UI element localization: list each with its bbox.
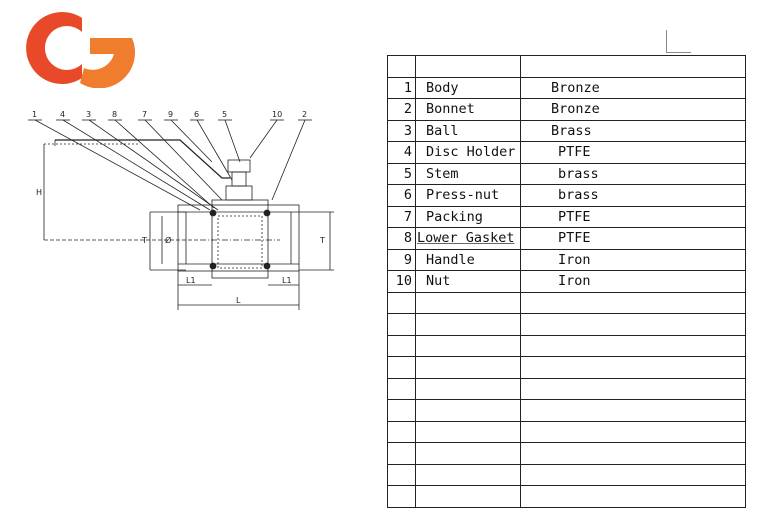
empty-row bbox=[387, 420, 746, 443]
table-header-row bbox=[387, 55, 746, 78]
company-logo bbox=[26, 12, 135, 88]
part-name: Disc Holder bbox=[415, 141, 521, 164]
table-row: 1 Body Bronze bbox=[387, 76, 746, 99]
part-number: 4 bbox=[387, 141, 416, 164]
corner-mark bbox=[666, 30, 691, 53]
part-number: 6 bbox=[387, 184, 416, 207]
empty-row bbox=[387, 356, 746, 379]
part-material: Bronze bbox=[520, 76, 746, 99]
callout-7: 7 bbox=[142, 110, 147, 119]
part-name: Body bbox=[415, 76, 521, 99]
part-material: Bronze bbox=[520, 98, 746, 121]
dim-l1-right-label: L1 bbox=[282, 276, 292, 285]
empty-row bbox=[387, 399, 746, 422]
table-row: 8 Lower Gasket PTFE bbox=[387, 227, 746, 250]
empty-row bbox=[387, 463, 746, 486]
callout-9: 9 bbox=[168, 110, 173, 119]
part-name: Packing bbox=[415, 205, 521, 228]
part-name: Handle bbox=[415, 248, 521, 271]
part-number: 7 bbox=[387, 205, 416, 228]
callout-3: 3 bbox=[86, 110, 91, 119]
table-row: 10 Nut Iron bbox=[387, 270, 746, 293]
callout-6: 6 bbox=[194, 110, 199, 119]
table-row: 5 Stem brass bbox=[387, 162, 746, 185]
part-name: Nut bbox=[415, 270, 521, 293]
empty-row bbox=[387, 377, 746, 400]
part-name: Stem bbox=[415, 162, 521, 185]
part-number: 5 bbox=[387, 162, 416, 185]
callout-10: 10 bbox=[272, 110, 282, 119]
part-material: brass bbox=[520, 184, 746, 207]
table-row: 3 Ball Brass bbox=[387, 119, 746, 142]
part-material: Iron bbox=[520, 248, 746, 271]
dim-l1-left-label: L1 bbox=[186, 276, 196, 285]
part-number: 10 bbox=[387, 270, 416, 293]
table-row: 2 Bonnet Bronze bbox=[387, 98, 746, 121]
part-number: 3 bbox=[387, 119, 416, 142]
table-row: 9 Handle Iron bbox=[387, 248, 746, 271]
callout-2: 2 bbox=[302, 110, 307, 119]
part-number: 1 bbox=[387, 76, 416, 99]
part-number: 2 bbox=[387, 98, 416, 121]
part-material: Brass bbox=[520, 119, 746, 142]
empty-row bbox=[387, 334, 746, 357]
table-row: 7 Packing PTFE bbox=[387, 205, 746, 228]
ball-valve-drawing: 1 4 3 8 7 9 6 5 10 2 H T Ø T L1 L1 L bbox=[28, 110, 334, 310]
callout-8: 8 bbox=[112, 110, 117, 119]
part-material: Iron bbox=[520, 270, 746, 293]
empty-row bbox=[387, 485, 746, 508]
empty-row bbox=[387, 291, 746, 314]
callout-1: 1 bbox=[32, 110, 37, 119]
dim-h-label: H bbox=[36, 188, 42, 197]
part-name: Ball bbox=[415, 119, 521, 142]
part-material: PTFE bbox=[520, 227, 746, 250]
part-material: PTFE bbox=[520, 205, 746, 228]
part-number: 9 bbox=[387, 248, 416, 271]
callout-5: 5 bbox=[222, 110, 227, 119]
callout-4: 4 bbox=[60, 110, 65, 119]
part-name: Bonnet bbox=[415, 98, 521, 121]
table-row: 4 Disc Holder PTFE bbox=[387, 141, 746, 164]
part-number: 8 bbox=[387, 227, 416, 250]
part-name: Press-nut bbox=[415, 184, 521, 207]
dim-t-left-label: T bbox=[141, 236, 147, 245]
part-name: Lower Gasket bbox=[415, 227, 521, 250]
part-material: brass bbox=[520, 162, 746, 185]
parts-list-table: 1 Body Bronze 2 Bonnet Bronze 3 Ball Bra… bbox=[387, 55, 746, 508]
dim-diameter-label: Ø bbox=[165, 235, 171, 245]
empty-row bbox=[387, 442, 746, 465]
part-material: PTFE bbox=[520, 141, 746, 164]
dim-t-right-label: T bbox=[319, 236, 325, 245]
dim-l-label: L bbox=[236, 296, 241, 305]
empty-row bbox=[387, 313, 746, 336]
table-row: 6 Press-nut brass bbox=[387, 184, 746, 207]
